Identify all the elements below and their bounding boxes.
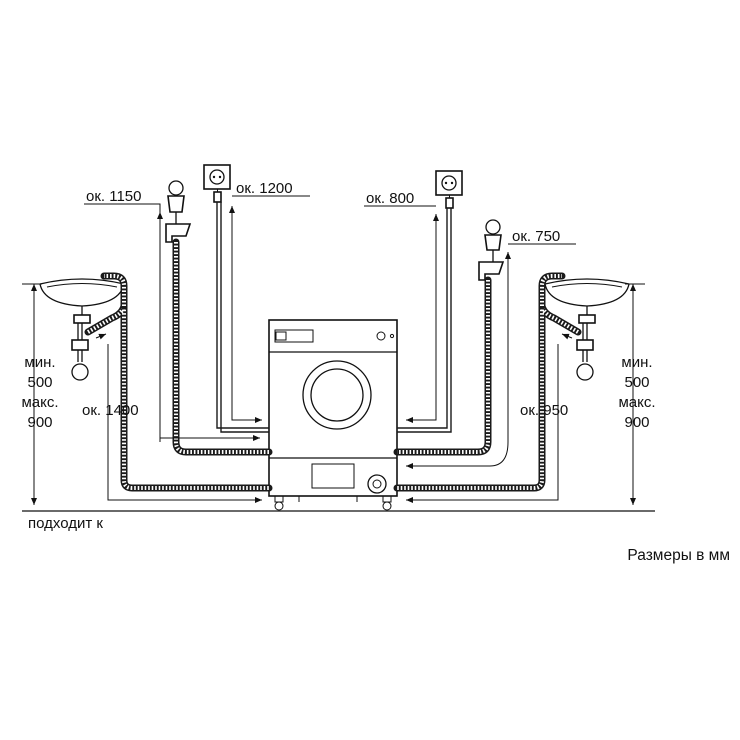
height-label-line: мин. bbox=[24, 354, 55, 371]
dim-arrow bbox=[107, 344, 262, 503]
height-label-line: 500 bbox=[27, 374, 52, 391]
left-inlet-hose-label: ок. 1150 bbox=[86, 188, 142, 205]
dim-arrow bbox=[95, 333, 107, 340]
right-drain-hose bbox=[393, 272, 582, 492]
units-note: Размеры в мм bbox=[627, 547, 730, 564]
left-inlet-hose bbox=[172, 238, 273, 456]
dim-arrow bbox=[406, 225, 437, 423]
sink-icon bbox=[544, 278, 630, 381]
left-power-cord-label: ок. 1200 bbox=[236, 180, 293, 197]
right-power-cord-inner bbox=[397, 208, 452, 433]
left-power-cord-inner bbox=[220, 202, 269, 433]
power-plug-icon bbox=[445, 195, 454, 209]
height-label-line: макс. bbox=[21, 394, 58, 411]
right-power-cord-label: ок. 800 bbox=[366, 190, 414, 207]
dim-arrow bbox=[406, 262, 509, 469]
water-tap-icon bbox=[478, 219, 505, 281]
height-label-line: 900 bbox=[27, 414, 52, 431]
left-drain-hose bbox=[84, 272, 273, 492]
power-plug-icon bbox=[213, 189, 222, 203]
power-socket-icon bbox=[435, 170, 463, 196]
floor-note: подходит к bbox=[28, 515, 103, 532]
left-drain-hose-label: ок. 1400 bbox=[82, 402, 139, 419]
dim-arrow bbox=[406, 344, 559, 503]
height-label-line: мин. bbox=[621, 354, 652, 371]
washing-machine-icon bbox=[268, 319, 398, 511]
left-power-cord bbox=[216, 202, 269, 429]
right-drain-hose-label: ок. 950 bbox=[520, 402, 568, 419]
height-label-line: 900 bbox=[624, 414, 649, 431]
dim-arrow bbox=[231, 215, 262, 423]
right-power-cord bbox=[397, 208, 448, 429]
dim-line-left-inlet bbox=[84, 203, 161, 442]
dim-arrow bbox=[561, 333, 573, 340]
right-height-label: мин. 500 макс. 900 bbox=[618, 354, 655, 431]
left-height-label: мин. 500 макс. 900 bbox=[21, 354, 58, 431]
sink-icon bbox=[39, 278, 125, 381]
water-tap-icon bbox=[165, 180, 192, 243]
height-label-line: 500 bbox=[624, 374, 649, 391]
right-inlet-hose-label: ок. 750 bbox=[512, 228, 560, 245]
height-label-line: макс. bbox=[618, 394, 655, 411]
right-inlet-hose bbox=[393, 276, 492, 456]
power-socket-icon bbox=[203, 164, 231, 190]
